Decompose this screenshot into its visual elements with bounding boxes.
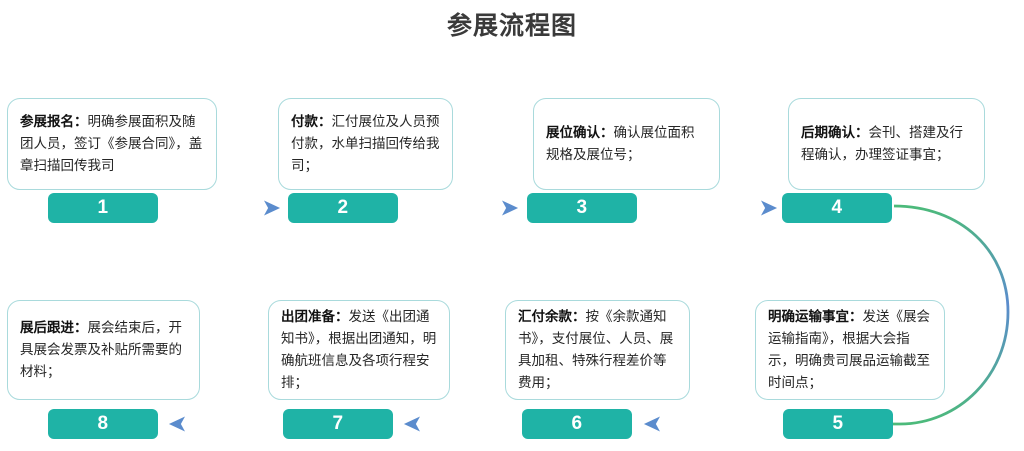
step-text-6: 汇付余款：按《余款通知书》，支付展位、人员、展具加租、特殊行程差价等费用； — [518, 306, 677, 393]
step-text-5: 明确运输事宜：发送《展会运输指南》，根据大会指示，明确贵司展品运输截至时间点； — [768, 306, 932, 393]
step-body-1: 明确参展面积及随团人员，签订《参展合同》，盖章扫描回传我司 — [20, 114, 203, 173]
step-box-7[interactable]: 出团准备：发送《出团通知书》，根据出团通知，明确航班信息及各项行程安排； — [268, 300, 450, 400]
step-badge-4[interactable]: 4 — [782, 193, 892, 223]
step-text-2: 付款：汇付展位及人员预付款，水单扫描回传给我司； — [291, 111, 440, 177]
step-text-7: 出团准备：发送《出团通知书》，根据出团通知，明确航班信息及各项行程安排； — [281, 306, 437, 393]
step-text-1: 参展报名：明确参展面积及随团人员，签订《参展合同》，盖章扫描回传我司 — [20, 111, 204, 177]
step-box-8[interactable]: 展后跟进：展会结束后，开具展会发票及补贴所需要的材料； — [7, 300, 200, 400]
step-badge-2[interactable]: 2 — [288, 193, 398, 223]
step-lead-6: 汇付余款： — [518, 309, 586, 325]
step-lead-7: 出团准备： — [281, 309, 349, 325]
step-text-4: 后期确认：会刊、搭建及行程确认，办理签证事宜； — [801, 122, 972, 166]
page-title: 参展流程图 — [446, 12, 577, 40]
step-body-5: 发送《展会运输指南》，根据大会指示，明确贵司展品运输截至时间点； — [768, 309, 930, 390]
step-body-6: 按《余款通知书》，支付展位、人员、展具加租、特殊行程差价等费用； — [518, 309, 674, 390]
step-text-3: 展位确认：确认展位面积规格及展位号； — [546, 122, 707, 166]
step-lead-8: 展后跟进： — [20, 320, 88, 336]
step-badge-8[interactable]: 8 — [48, 409, 158, 439]
step-badge-3[interactable]: 3 — [527, 193, 637, 223]
step-lead-1: 参展报名： — [20, 114, 88, 130]
step-lead-5: 明确运输事宜： — [768, 309, 863, 325]
step-lead-3: 展位确认： — [546, 125, 614, 141]
step-box-4[interactable]: 后期确认：会刊、搭建及行程确认，办理签证事宜； — [788, 98, 985, 190]
step-box-1[interactable]: 参展报名：明确参展面积及随团人员，签订《参展合同》，盖章扫描回传我司 — [7, 98, 217, 190]
step-box-2[interactable]: 付款：汇付展位及人员预付款，水单扫描回传给我司； — [278, 98, 453, 190]
step-badge-5[interactable]: 5 — [783, 409, 893, 439]
step-body-2: 汇付展位及人员预付款，水单扫描回传给我司； — [291, 114, 440, 173]
step-body-4: 会刊、搭建及行程确认，办理签证事宜； — [801, 125, 963, 162]
step-badge-7[interactable]: 7 — [283, 409, 393, 439]
step-lead-4: 后期确认： — [801, 125, 869, 141]
step-body-7: 发送《出团通知书》，根据出团通知，明确航班信息及各项行程安排； — [281, 309, 437, 390]
step-box-5[interactable]: 明确运输事宜：发送《展会运输指南》，根据大会指示，明确贵司展品运输截至时间点； — [755, 300, 945, 400]
step-lead-2: 付款： — [291, 114, 332, 130]
step-box-6[interactable]: 汇付余款：按《余款通知书》，支付展位、人员、展具加租、特殊行程差价等费用； — [505, 300, 690, 400]
step-body-8: 展会结束后，开具展会发票及补贴所需要的材料； — [20, 320, 182, 379]
step-text-8: 展后跟进：展会结束后，开具展会发票及补贴所需要的材料； — [20, 317, 187, 383]
step-box-3[interactable]: 展位确认：确认展位面积规格及展位号； — [533, 98, 720, 190]
step-badge-6[interactable]: 6 — [522, 409, 632, 439]
step-badge-1[interactable]: 1 — [48, 193, 158, 223]
step-body-3: 确认展位面积规格及展位号； — [546, 125, 695, 162]
